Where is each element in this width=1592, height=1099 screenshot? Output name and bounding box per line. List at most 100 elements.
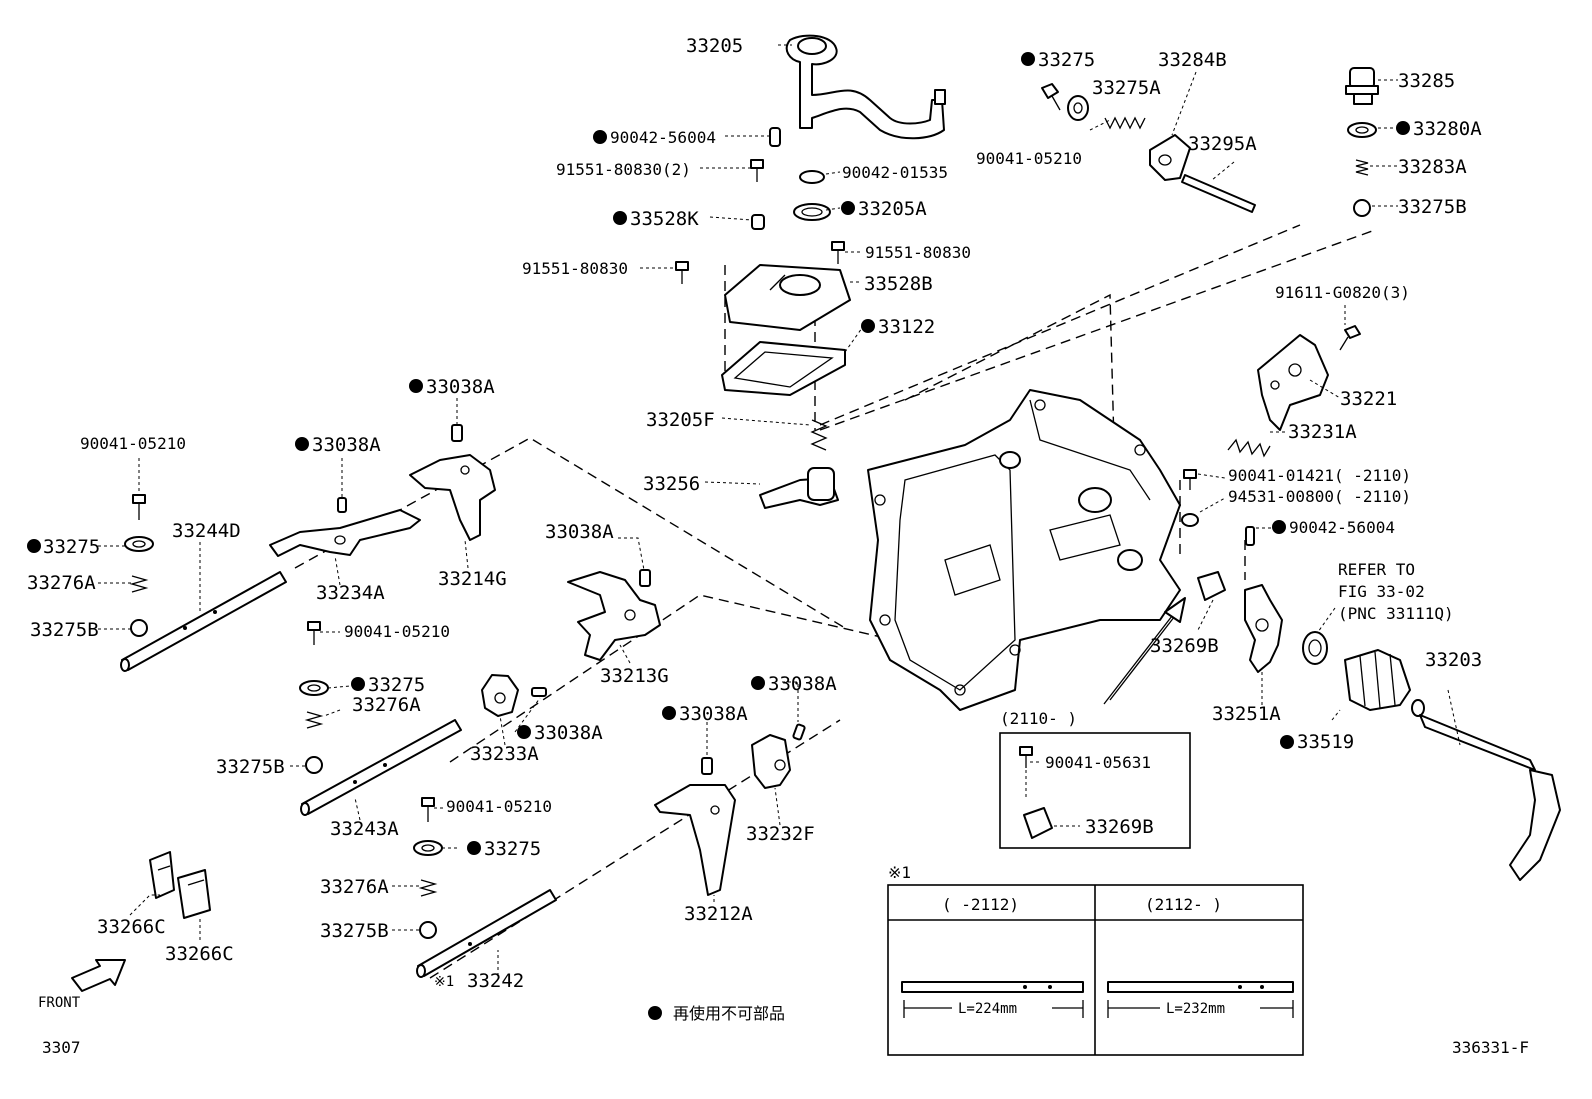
figure-code: 336331-F bbox=[1452, 1038, 1529, 1057]
label-91611-G0820: 91611-G0820(3) bbox=[1275, 283, 1410, 302]
label-91551-80830-right: 91551-80830 bbox=[865, 243, 971, 262]
label-33528B: 33528B bbox=[864, 273, 933, 295]
note-table bbox=[887, 884, 1304, 1056]
label-33276A-left: 33276A bbox=[27, 572, 96, 594]
label-33038A-6: 33038A bbox=[679, 703, 748, 725]
label-33232F: 33232F bbox=[746, 823, 815, 845]
part-33205-shift-lever bbox=[785, 34, 946, 140]
front-direction-arrow bbox=[71, 959, 126, 992]
part-33280A-gasket bbox=[1347, 122, 1377, 138]
part-90041-05210-bolt-top bbox=[1041, 83, 1061, 111]
label-33280A: 33280A bbox=[1413, 118, 1482, 140]
part-33269B-clip bbox=[1197, 571, 1226, 601]
part-number-labels: 33205 90042-56004 91551-80830(2) 90042-0… bbox=[27, 35, 1529, 1057]
part-33266C-pad-right bbox=[177, 869, 211, 919]
part-33251A-lever bbox=[1244, 584, 1283, 673]
label-33242: 33242 bbox=[467, 970, 524, 992]
label-33231A: 33231A bbox=[1288, 421, 1357, 443]
label-33275-mid: 33275 bbox=[368, 674, 425, 696]
label-33212A: 33212A bbox=[684, 903, 753, 925]
part-transmission-case bbox=[867, 389, 1181, 711]
part-33276A-spring-left bbox=[129, 575, 149, 593]
part-90041-05210-bolt-mid bbox=[307, 621, 321, 645]
front-label: FRONT bbox=[38, 995, 81, 1011]
label-91551-80830-2: 91551-80830(2) bbox=[556, 160, 691, 179]
part-33232F-shift-head bbox=[751, 723, 806, 789]
label-33275-bottom: 33275 bbox=[484, 838, 541, 860]
label-33275A: 33275A bbox=[1092, 77, 1161, 99]
part-33213G-shift-fork bbox=[567, 569, 661, 661]
part-33284B-lever bbox=[1149, 134, 1191, 181]
part-33285-plug bbox=[1345, 67, 1379, 105]
part-33266C-pad-left bbox=[149, 851, 175, 899]
direction-arrow-to-case bbox=[1103, 597, 1186, 705]
part-33275-washer-mid bbox=[299, 680, 329, 696]
part-33234A-shift-head bbox=[269, 497, 421, 557]
part-33233A-shift-head bbox=[481, 674, 547, 717]
part-33283A-spring bbox=[1355, 159, 1369, 176]
part-91611-G0820-bolt bbox=[1339, 325, 1361, 351]
label-94531-00800: 94531-00800( -2110) bbox=[1228, 487, 1411, 506]
part-33276A-spring-bottom bbox=[418, 879, 438, 897]
label-33203: 33203 bbox=[1425, 649, 1482, 671]
label-33214G: 33214G bbox=[438, 568, 507, 590]
assembly-guide-lines bbox=[294, 224, 1376, 979]
label-33122: 33122 bbox=[878, 316, 935, 338]
table-col2-length: L=232mm bbox=[1166, 1001, 1225, 1017]
part-91551-80830-bolt-right bbox=[831, 241, 845, 264]
label-33285: 33285 bbox=[1398, 70, 1455, 92]
part-94531-00800-washer bbox=[1181, 513, 1199, 527]
part-33275B-ball-top bbox=[1353, 199, 1371, 217]
label-33266C-right: 33266C bbox=[165, 943, 234, 965]
label-33038A-1: 33038A bbox=[426, 376, 495, 398]
label-90041-05631: 90041-05631 bbox=[1045, 753, 1151, 772]
label-90042-56004-right: 90042-56004 bbox=[1289, 518, 1395, 537]
part-91551-80830-bolt bbox=[750, 159, 764, 182]
part-33276A-spring-mid bbox=[304, 711, 324, 729]
part-90041-01421-bolt bbox=[1183, 469, 1197, 490]
note-marker-33242: ※1 bbox=[434, 974, 454, 990]
part-33242-shift-rod bbox=[416, 889, 557, 978]
part-33221-bracket bbox=[1257, 334, 1329, 431]
part-90041-05210-bolt-bottom bbox=[421, 797, 435, 822]
part-90042-56004-pin bbox=[769, 127, 781, 147]
part-33203-shift-shaft bbox=[1411, 699, 1561, 881]
label-90041-05210-bottom: 90041-05210 bbox=[446, 797, 552, 816]
page-code: 3307 bbox=[42, 1038, 81, 1057]
part-91551-80830-bolt-left bbox=[675, 261, 689, 284]
label-33284B: 33284B bbox=[1158, 49, 1227, 71]
label-33269B: 33269B bbox=[1150, 635, 1219, 657]
label-33283A: 33283A bbox=[1398, 156, 1467, 178]
part-33214G-shift-fork bbox=[409, 424, 496, 541]
part-33212A-shift-fork bbox=[654, 757, 736, 896]
label-33275-top: 33275 bbox=[1038, 49, 1095, 71]
part-33275-washer-bottom bbox=[413, 840, 443, 856]
part-33243A-shift-rod bbox=[300, 719, 462, 816]
part-seal-ring bbox=[1302, 631, 1328, 665]
part-33528K-bushing bbox=[751, 214, 765, 230]
part-33205F-spring bbox=[810, 419, 828, 451]
label-33519: 33519 bbox=[1297, 731, 1354, 753]
leader-lines bbox=[98, 44, 1461, 976]
label-33295A: 33295A bbox=[1188, 133, 1257, 155]
part-33231A-spring bbox=[1227, 438, 1271, 458]
refer-line-3: (PNC 33111Q) bbox=[1338, 604, 1454, 623]
label-90041-01421: 90041-01421( -2110) bbox=[1228, 466, 1411, 485]
inset-title: (2110- ) bbox=[1000, 709, 1077, 728]
label-33275-left: 33275 bbox=[43, 536, 100, 558]
label-33275B-top: 33275B bbox=[1398, 196, 1467, 218]
label-33276A-mid: 33276A bbox=[352, 694, 421, 716]
label-33233A: 33233A bbox=[470, 743, 539, 765]
label-33275B-bottom: 33275B bbox=[320, 920, 389, 942]
label-90041-05210-top: 90041-05210 bbox=[976, 149, 1082, 168]
refer-line-2: FIG 33-02 bbox=[1338, 582, 1425, 601]
inset-box-2110 bbox=[999, 732, 1191, 849]
label-33213G: 33213G bbox=[600, 665, 669, 687]
part-90042-01535-washer bbox=[799, 170, 825, 184]
label-90041-05210-mid: 90041-05210 bbox=[344, 622, 450, 641]
part-33275B-ball-bottom bbox=[419, 921, 437, 939]
label-33244D: 33244D bbox=[172, 520, 241, 542]
label-90042-01535: 90042-01535 bbox=[842, 163, 948, 182]
legend-text: 再使用不可部品 bbox=[673, 1004, 785, 1023]
